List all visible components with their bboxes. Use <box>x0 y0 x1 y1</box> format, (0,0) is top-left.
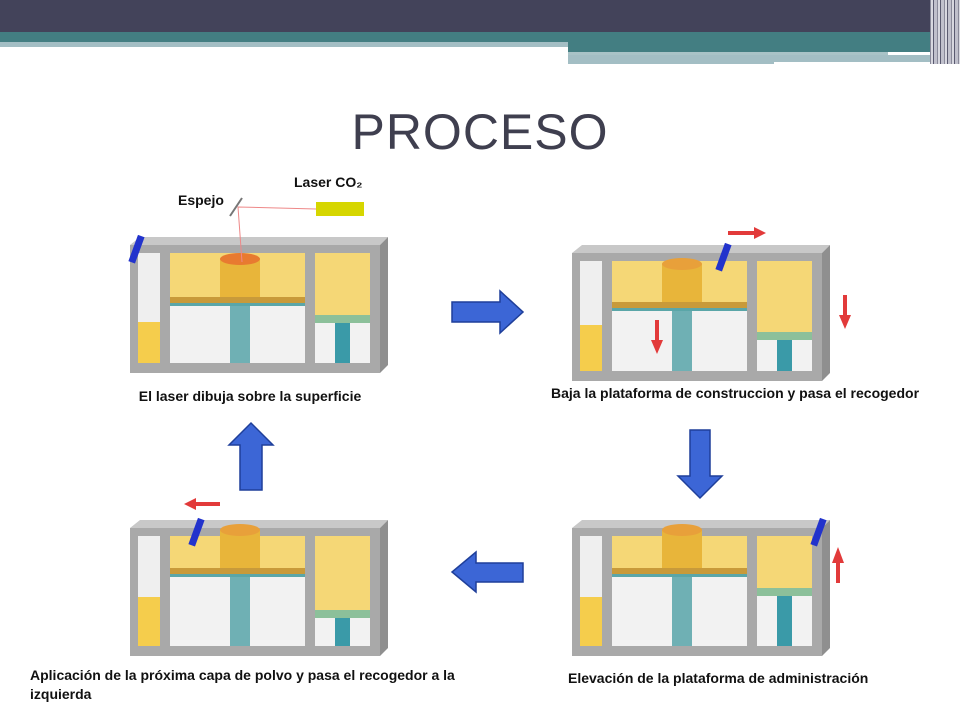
slide-title: PROCESO <box>351 104 609 160</box>
caption-step-3: Elevación de la plataforma de administra… <box>568 670 869 686</box>
motion-arrow-up-icon <box>832 547 844 583</box>
printed-part-top <box>662 258 702 270</box>
motion-arrow-right-icon <box>728 227 766 239</box>
machine-top <box>572 245 830 253</box>
header-accent-block <box>568 55 774 64</box>
mirror-icon <box>229 197 243 217</box>
laser-label: Laser CO₂ <box>294 174 363 190</box>
build-platform <box>170 303 305 306</box>
caption-step-2: Baja la plataforma de construccion y pas… <box>551 385 920 401</box>
header-accent-block-2 <box>774 55 940 62</box>
feed-powder <box>757 536 812 588</box>
feed-platform <box>757 332 812 340</box>
flow-arrow-right-icon <box>451 289 525 335</box>
sls-machine <box>128 234 388 373</box>
mirror-label: Espejo <box>178 192 224 208</box>
printed-part <box>220 259 260 297</box>
feed-piston <box>335 323 350 363</box>
header-accent-thin-line <box>568 52 888 55</box>
build-platform <box>170 574 305 577</box>
recoater-roller <box>128 234 145 264</box>
header-accent-stripe <box>0 32 960 42</box>
build-piston <box>672 577 692 646</box>
laser-beam <box>237 206 317 263</box>
feed-platform <box>315 315 370 323</box>
build-platform-top <box>170 297 305 303</box>
printed-part <box>662 264 702 302</box>
build-platform-top <box>170 568 305 574</box>
feed-powder <box>315 536 370 610</box>
sls-machine <box>572 242 830 381</box>
header-decor-lines <box>930 0 960 64</box>
motion-arrow-down-icon <box>651 320 663 354</box>
printed-part-top <box>220 253 260 265</box>
recoater-roller <box>188 517 205 547</box>
build-platform-top <box>612 568 747 574</box>
caption-step-4-line-2: izquierda <box>30 686 92 702</box>
build-platform-top <box>612 302 747 308</box>
machine-side <box>380 237 388 373</box>
sls-machine <box>572 517 830 656</box>
build-piston <box>230 577 250 646</box>
printed-part <box>662 530 702 568</box>
overflow-powder <box>138 597 160 646</box>
build-platform <box>612 308 747 311</box>
caption-step-1: El laser dibuja sobre la superficie <box>138 388 362 404</box>
feed-piston <box>777 596 792 646</box>
caption-step-4-line-1: Aplicación de la próxima capa de polvo y… <box>30 667 455 683</box>
feed-platform <box>315 610 370 618</box>
build-piston <box>230 306 250 363</box>
motion-arrow-left-icon <box>184 498 220 510</box>
build-platform <box>612 574 747 577</box>
sls-machine <box>130 517 388 656</box>
flow-arrow-left-icon <box>450 550 524 594</box>
printed-part-top <box>662 524 702 536</box>
printed-part <box>220 530 260 568</box>
laser-co2-icon <box>316 202 364 216</box>
machine-top <box>130 237 388 245</box>
feed-powder <box>315 253 370 315</box>
build-piston <box>672 311 692 371</box>
machine-side <box>380 520 388 656</box>
printed-part-top <box>220 524 260 536</box>
machine-side <box>822 245 830 381</box>
feed-platform <box>757 588 812 596</box>
overflow-powder <box>580 325 602 371</box>
header-accent-stripe-right <box>568 42 960 52</box>
feed-piston <box>335 618 350 646</box>
machine-top <box>130 520 388 528</box>
machine-side <box>822 520 830 656</box>
flow-arrow-down-icon <box>676 429 724 500</box>
machine-top <box>572 520 830 528</box>
flow-arrow-up-icon <box>227 421 275 491</box>
recoater-roller <box>715 242 732 272</box>
feed-powder <box>757 261 812 332</box>
header-bar <box>0 0 960 32</box>
motion-arrow-down-icon <box>839 295 851 329</box>
recoater-roller <box>810 517 827 547</box>
overflow-powder <box>138 322 160 363</box>
feed-piston <box>777 340 792 371</box>
overflow-powder <box>580 597 602 646</box>
header-accent-line <box>0 42 568 47</box>
